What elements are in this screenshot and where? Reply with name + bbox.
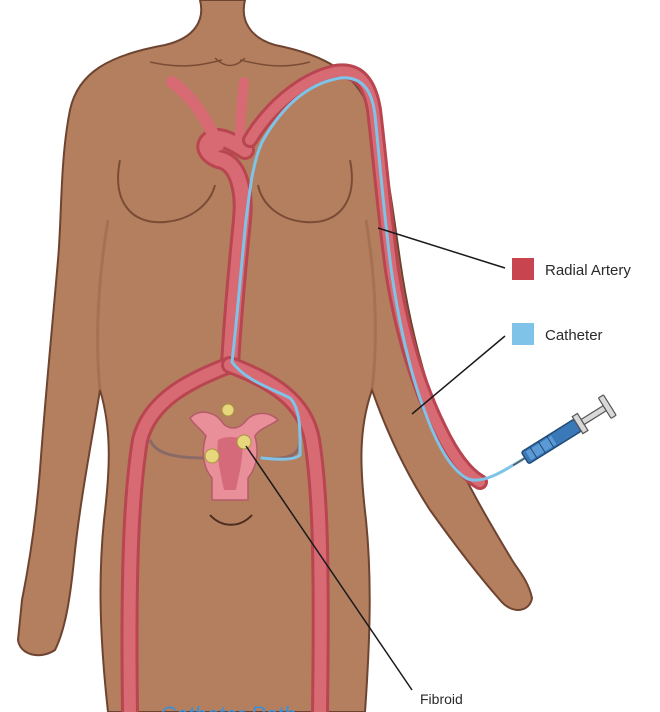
fibroid-label: Fibroid xyxy=(420,691,463,707)
catheter-swatch xyxy=(512,323,534,345)
catheter-label: Catheter xyxy=(545,327,603,344)
fibroid-top xyxy=(222,404,234,416)
catheter-leader xyxy=(412,336,505,414)
radial-artery-swatch xyxy=(512,258,534,280)
syringe-icon xyxy=(507,395,616,476)
caption: Catheter Path xyxy=(160,702,296,712)
fibroid-left xyxy=(205,449,219,463)
right-carotid xyxy=(240,82,244,140)
fibroid-right xyxy=(237,435,251,449)
radial-artery-label: Radial Artery xyxy=(545,262,631,279)
